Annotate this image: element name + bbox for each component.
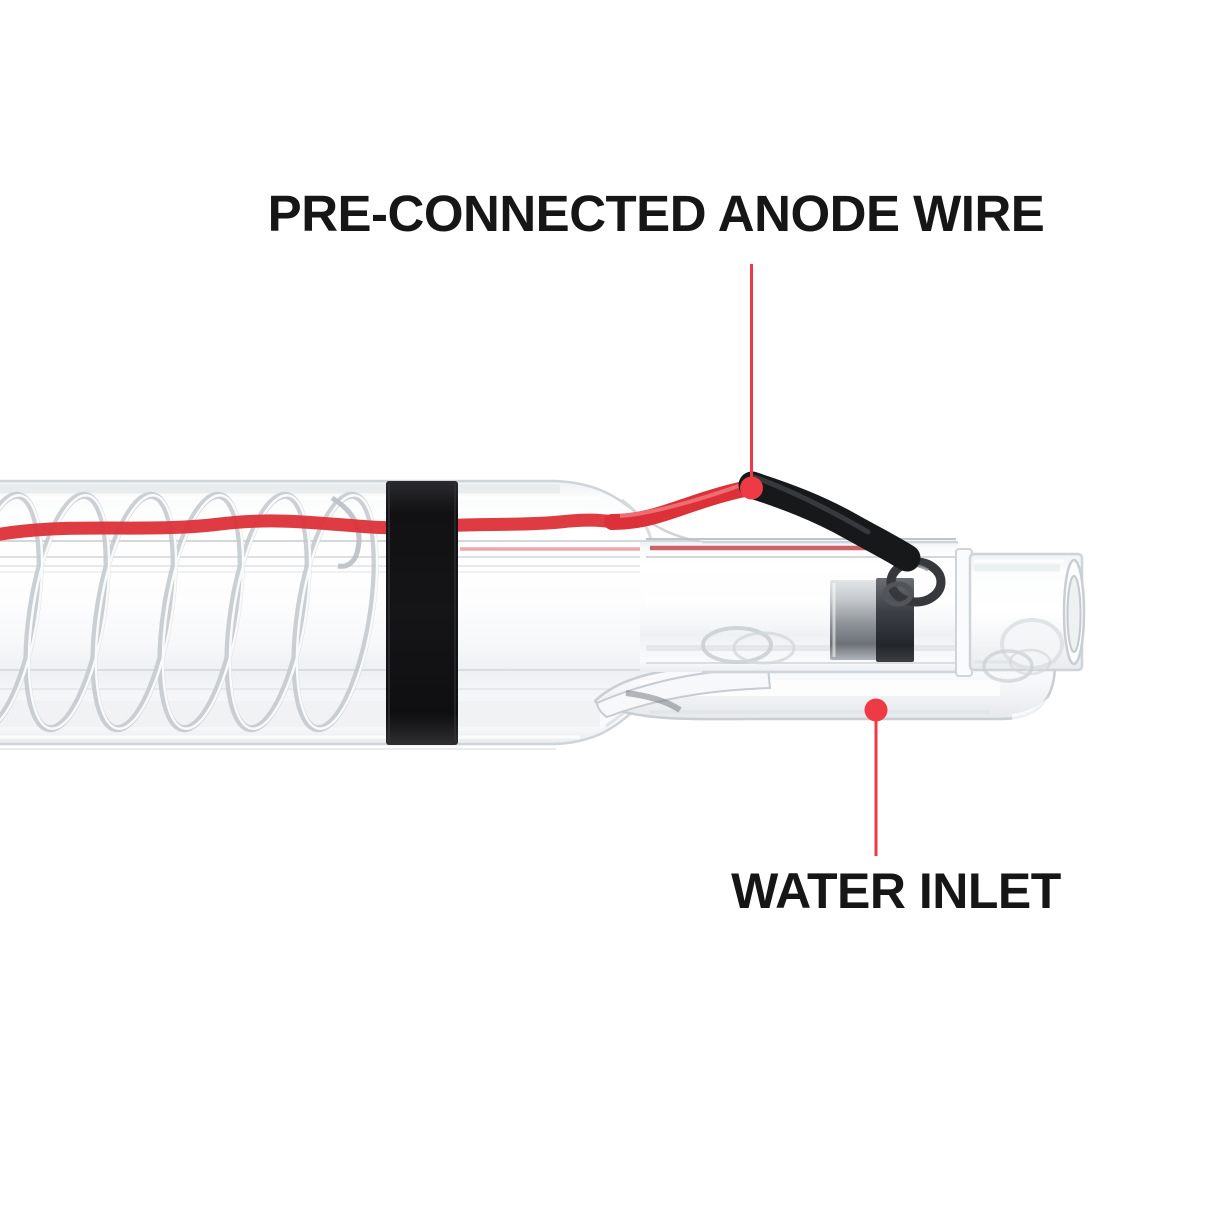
anode-wire-label: PRE-CONNECTED ANODE WIRE: [267, 185, 1045, 242]
anode-mount-metal: [830, 578, 914, 662]
water-inlet-callout: [864, 698, 888, 856]
water-inlet-label: WATER INLET: [731, 863, 1061, 919]
anode-wire-callout: [740, 264, 763, 500]
coil-termination: [330, 495, 362, 569]
anode-wire-internal: [0, 513, 640, 551]
anode-wire-red: [604, 480, 758, 530]
mounting-band: [386, 481, 458, 745]
end-cap: [955, 548, 1086, 683]
water-port-strut: [595, 666, 772, 719]
anode-wire-leader-dot: [740, 476, 763, 500]
cooling-coil: [0, 491, 379, 733]
anode-wire-sleeve: [738, 471, 921, 572]
water-inlet-leader-dot: [864, 698, 888, 722]
